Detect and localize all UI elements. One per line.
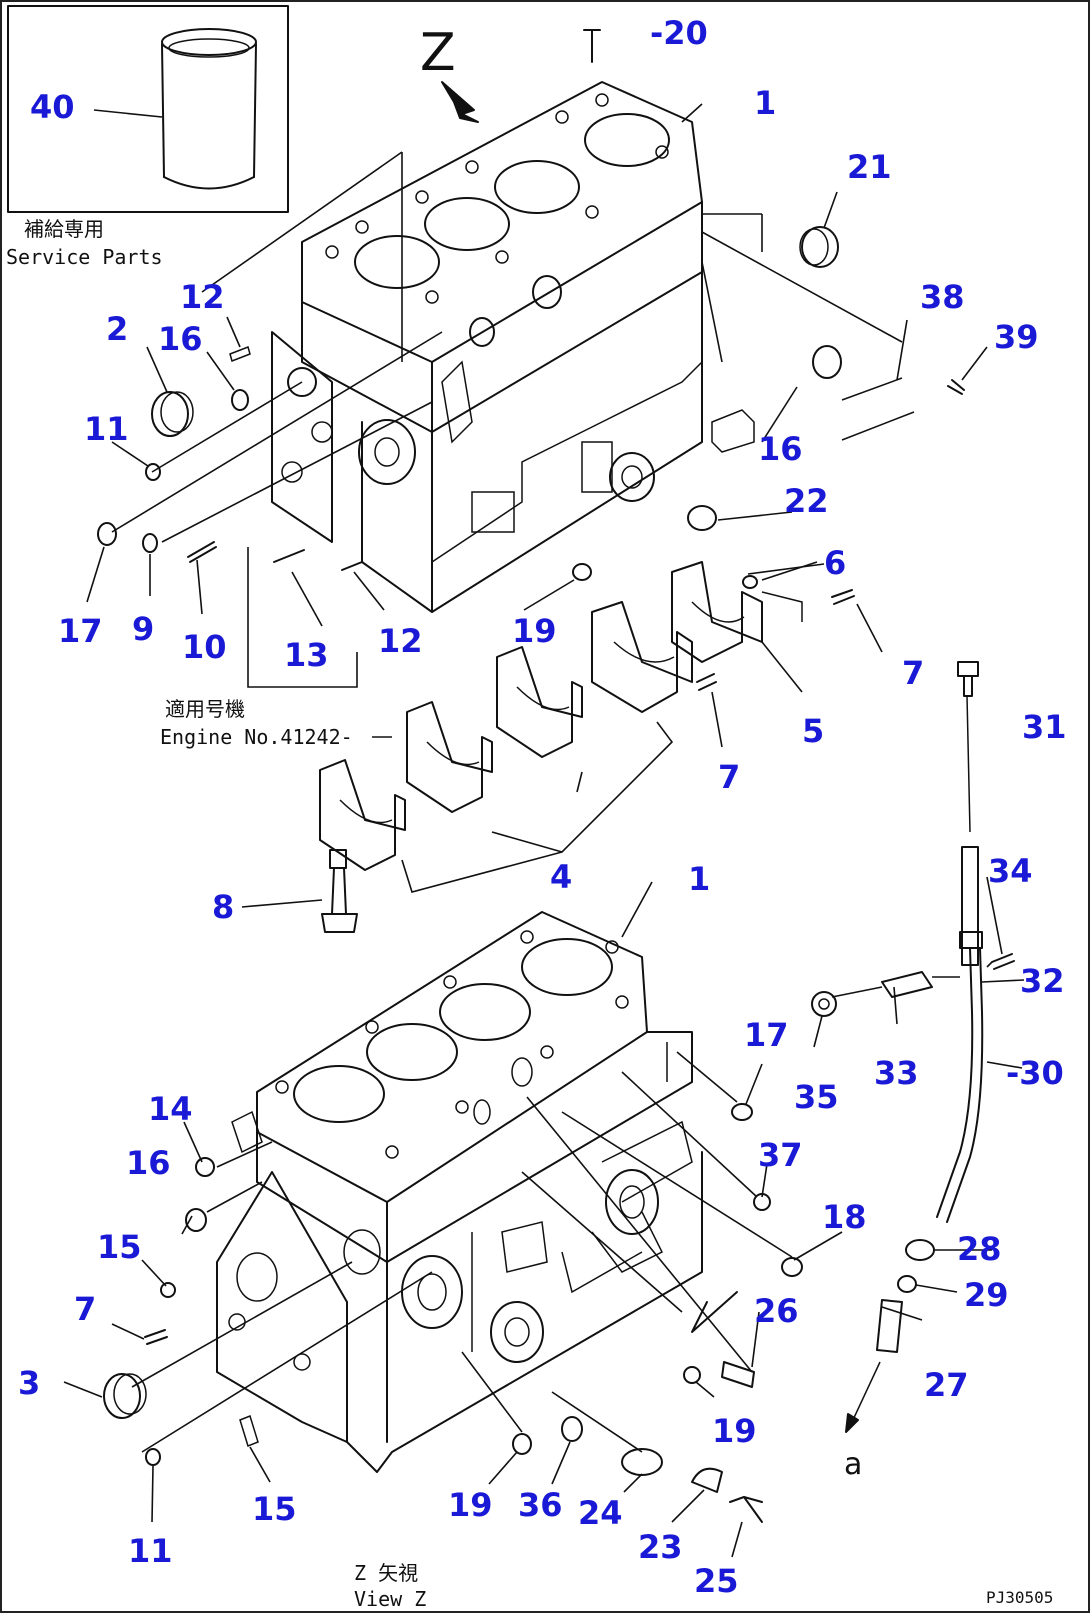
callout-39: 39 bbox=[994, 318, 1039, 356]
callout-10: 10 bbox=[182, 628, 227, 666]
callout-15-bottom: 15 bbox=[252, 1490, 297, 1528]
service-parts-label-en: Service Parts bbox=[6, 245, 163, 269]
lower-cylinder-block-view-z bbox=[216, 911, 703, 1473]
callout-19-bottom: 19 bbox=[448, 1486, 493, 1524]
main-bearing-caps bbox=[241, 561, 883, 933]
callout-29: 29 bbox=[964, 1276, 1009, 1314]
callout-30: -30 bbox=[1006, 1054, 1064, 1092]
view-z-letter: Z bbox=[420, 23, 456, 83]
service-parts-inset: 補給専用 Service Parts bbox=[6, 5, 289, 269]
callout-5: 5 bbox=[802, 712, 824, 750]
dipstick-assembly: a bbox=[691, 661, 1015, 1482]
callout-12-bottom: 12 bbox=[378, 622, 423, 660]
lower-callout-leaders bbox=[63, 876, 1025, 1558]
callout-2: 2 bbox=[106, 310, 128, 348]
engine-no-label-en: Engine No.41242- bbox=[160, 725, 353, 749]
callout-16-left: 16 bbox=[158, 320, 203, 358]
callout-24: 24 bbox=[578, 1494, 623, 1532]
callout-7-bottom: 7 bbox=[74, 1290, 96, 1328]
upper-assembly-lines bbox=[111, 151, 903, 688]
callout-18: 18 bbox=[822, 1198, 867, 1236]
callout-12-top: 12 bbox=[180, 278, 225, 316]
callout-23: 23 bbox=[638, 1528, 683, 1566]
callout-37: 37 bbox=[758, 1136, 803, 1174]
callout-33: 33 bbox=[874, 1054, 919, 1092]
view-z-label-jp: Z 矢視 bbox=[354, 1561, 418, 1585]
service-parts-label-jp: 補給専用 bbox=[24, 217, 104, 241]
callout-11-top: 11 bbox=[84, 410, 129, 448]
callout-38: 38 bbox=[920, 278, 965, 316]
direction-label-a: a bbox=[844, 1447, 862, 1482]
callout-13: 13 bbox=[284, 636, 329, 674]
callout-19-right: 19 bbox=[712, 1412, 757, 1450]
callout-9: 9 bbox=[132, 610, 154, 648]
callout-15-top: 15 bbox=[97, 1228, 142, 1266]
callout-16-right: 16 bbox=[758, 430, 803, 468]
callout-26: 26 bbox=[754, 1292, 799, 1330]
callout-17-top: 17 bbox=[58, 612, 103, 650]
callout-27: 27 bbox=[924, 1366, 969, 1404]
callout-8: 8 bbox=[212, 888, 234, 926]
callout-21: 21 bbox=[847, 148, 892, 186]
callout-35: 35 bbox=[794, 1078, 839, 1116]
callout-3: 3 bbox=[18, 1364, 40, 1402]
callout-19-top: 19 bbox=[512, 612, 557, 650]
callout-7-mid: 7 bbox=[718, 758, 740, 796]
callout-numbers: 40 -20 1 21 12 2 16 38 39 11 16 22 6 17 … bbox=[18, 14, 1067, 1600]
callout-4: 4 bbox=[550, 858, 572, 896]
drawing-code: PJ30505 bbox=[986, 1588, 1053, 1607]
callout-17-bottom: 17 bbox=[744, 1016, 789, 1054]
callout-1-top: 1 bbox=[754, 84, 776, 122]
callout-7-right: 7 bbox=[902, 654, 924, 692]
callout-31: 31 bbox=[1022, 708, 1067, 746]
callout-34: 34 bbox=[988, 852, 1033, 890]
lower-small-parts bbox=[103, 1103, 803, 1523]
upper-cylinder-block bbox=[271, 81, 703, 613]
callout-20: -20 bbox=[650, 14, 708, 52]
engine-no-label-jp: 適用号機 bbox=[165, 697, 245, 721]
callout-25: 25 bbox=[694, 1562, 739, 1600]
upper-callout-leaders bbox=[86, 103, 988, 1321]
upper-small-parts bbox=[97, 29, 965, 581]
callout-16-bottom: 16 bbox=[126, 1144, 171, 1182]
view-z-marker: Z bbox=[420, 23, 479, 123]
callout-14: 14 bbox=[148, 1090, 193, 1128]
callout-28: 28 bbox=[957, 1230, 1002, 1268]
callout-40: 40 bbox=[30, 88, 75, 126]
lower-assembly-lines bbox=[131, 961, 993, 1453]
callout-1-bottom: 1 bbox=[688, 860, 710, 898]
view-z-label-en: View Z bbox=[354, 1587, 426, 1611]
callout-11-bottom: 11 bbox=[128, 1532, 173, 1570]
callout-6: 6 bbox=[824, 544, 846, 582]
callout-36: 36 bbox=[518, 1486, 563, 1524]
callout-32: 32 bbox=[1020, 962, 1065, 1000]
callout-22: 22 bbox=[784, 482, 829, 520]
